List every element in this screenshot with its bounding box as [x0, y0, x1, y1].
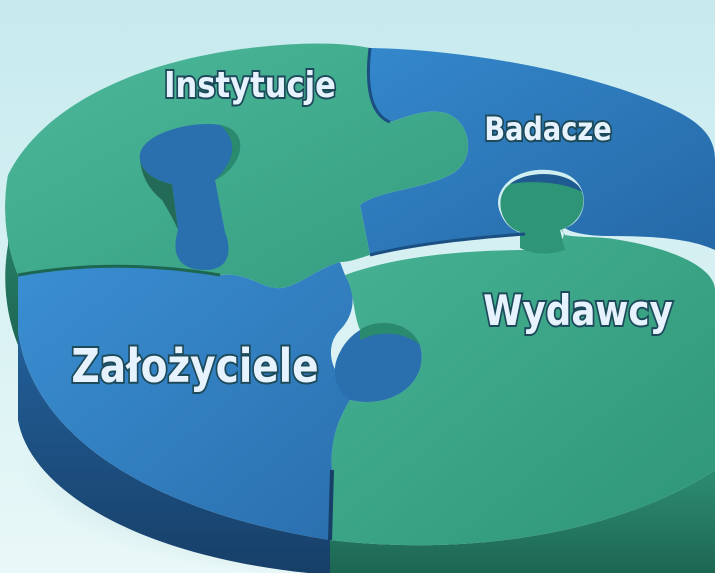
badacze-top: [360, 48, 715, 255]
wydawcy-socket-wall: [360, 322, 420, 345]
badacze-socket-wall: [510, 174, 582, 192]
wydawcy-socket: [334, 322, 422, 402]
instytucje-socket-wall: [140, 160, 178, 230]
label-instytucje: Instytucje: [164, 64, 336, 106]
instytucje-socket-wall-right: [215, 125, 241, 180]
instytucje-top: [5, 43, 469, 289]
seam-bottom: [328, 469, 334, 541]
label-zalozyciele: Założyciele: [71, 340, 318, 394]
wydawcy-side: [330, 470, 715, 573]
label-badacze: Badacze: [484, 111, 611, 149]
zalozyciele-top: [18, 262, 353, 540]
instytucje-side: [5, 175, 18, 345]
wydawcy-top: [330, 228, 715, 546]
seam-right: [369, 232, 526, 257]
seam-center: [366, 47, 391, 124]
instytucje-socket: [139, 124, 241, 270]
zalozyciele-side: [18, 330, 330, 573]
seam-left: [17, 264, 221, 277]
label-wydawcy: Wydawcy: [483, 287, 673, 335]
